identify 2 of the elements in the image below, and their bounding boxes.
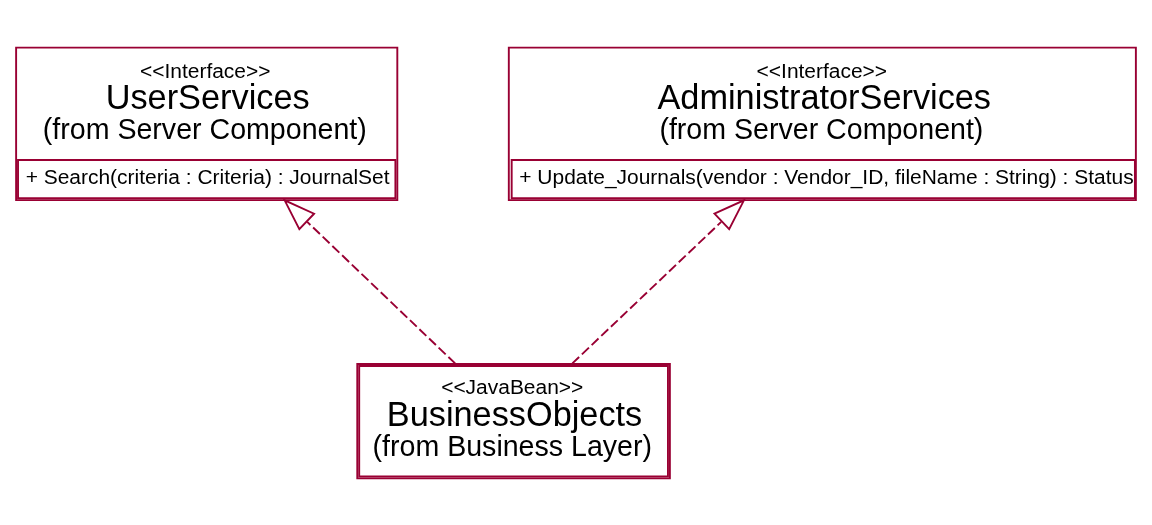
arrow — [571, 197, 746, 364]
arrow — [282, 197, 457, 364]
